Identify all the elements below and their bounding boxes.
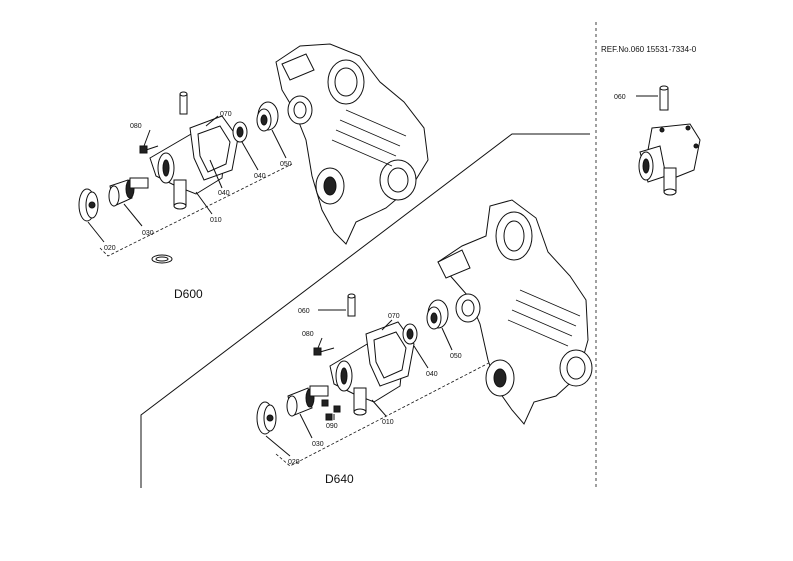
d600-callouts: 080 070 040 050 040 010 030 020 — [87, 111, 292, 252]
d600-callout-050: 050 — [280, 161, 292, 168]
d600-callout-040: 040 — [254, 173, 266, 180]
d640-callout-020: 020 — [288, 459, 300, 466]
d640-callout-060: 060 — [298, 308, 310, 315]
reference-number: REF.No.060 15531-7334-0 — [601, 45, 697, 54]
model-label-d600: D600 — [174, 287, 203, 301]
d600-assembly — [78, 43, 429, 264]
inset-callout-060: 060 — [614, 94, 626, 101]
d600-callout-010: 010 — [210, 217, 222, 224]
d640-callout-030: 030 — [312, 441, 324, 448]
model-label-d640: D640 — [325, 472, 354, 486]
d600-dowel-pin — [179, 93, 188, 115]
d600-callout-020: 020 — [104, 245, 116, 252]
d640-assembly — [256, 199, 593, 467]
section-divider — [140, 133, 590, 488]
d600-callout-040b: 040 — [218, 190, 230, 197]
d640-dowel-pin — [347, 295, 356, 317]
d600-callout-030: 030 — [142, 230, 154, 237]
d600-callout-070: 070 — [220, 111, 232, 118]
d640-callouts: 060 080 070 040 050 010 090 030 020 — [265, 308, 462, 466]
d640-callout-070: 070 — [388, 313, 400, 320]
d640-callout-090: 090 — [326, 423, 338, 430]
inset-water-pump: 060 — [614, 85, 701, 196]
d600-callout-080: 080 — [130, 123, 142, 130]
d640-callout-010: 010 — [382, 419, 394, 426]
d600-o-ring — [151, 254, 173, 264]
d640-callout-080: 080 — [302, 331, 314, 338]
d640-callout-040: 040 — [426, 371, 438, 378]
inset-dowel-pin — [659, 87, 669, 111]
d640-callout-050: 050 — [450, 353, 462, 360]
